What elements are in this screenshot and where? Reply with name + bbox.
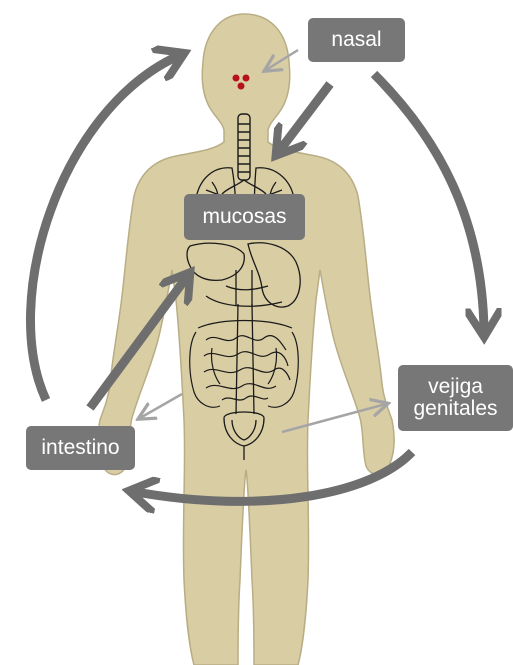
label-mucosas-text: mucosas	[202, 206, 286, 228]
label-intestino: intestino	[26, 426, 135, 470]
label-nasal: nasal	[308, 18, 405, 62]
cycle-arrow-nasal-to-vejiga	[374, 74, 484, 330]
label-nasal-text: nasal	[331, 29, 381, 51]
label-genitales-text: genitales	[413, 398, 497, 420]
label-vejiga-text: vejiga	[428, 376, 483, 398]
label-mucosas: mucosas	[184, 194, 305, 240]
label-intestino-text: intestino	[41, 437, 119, 459]
label-vejiga-genitales: vejiga genitales	[398, 365, 513, 431]
pointer-intestino	[140, 394, 182, 418]
